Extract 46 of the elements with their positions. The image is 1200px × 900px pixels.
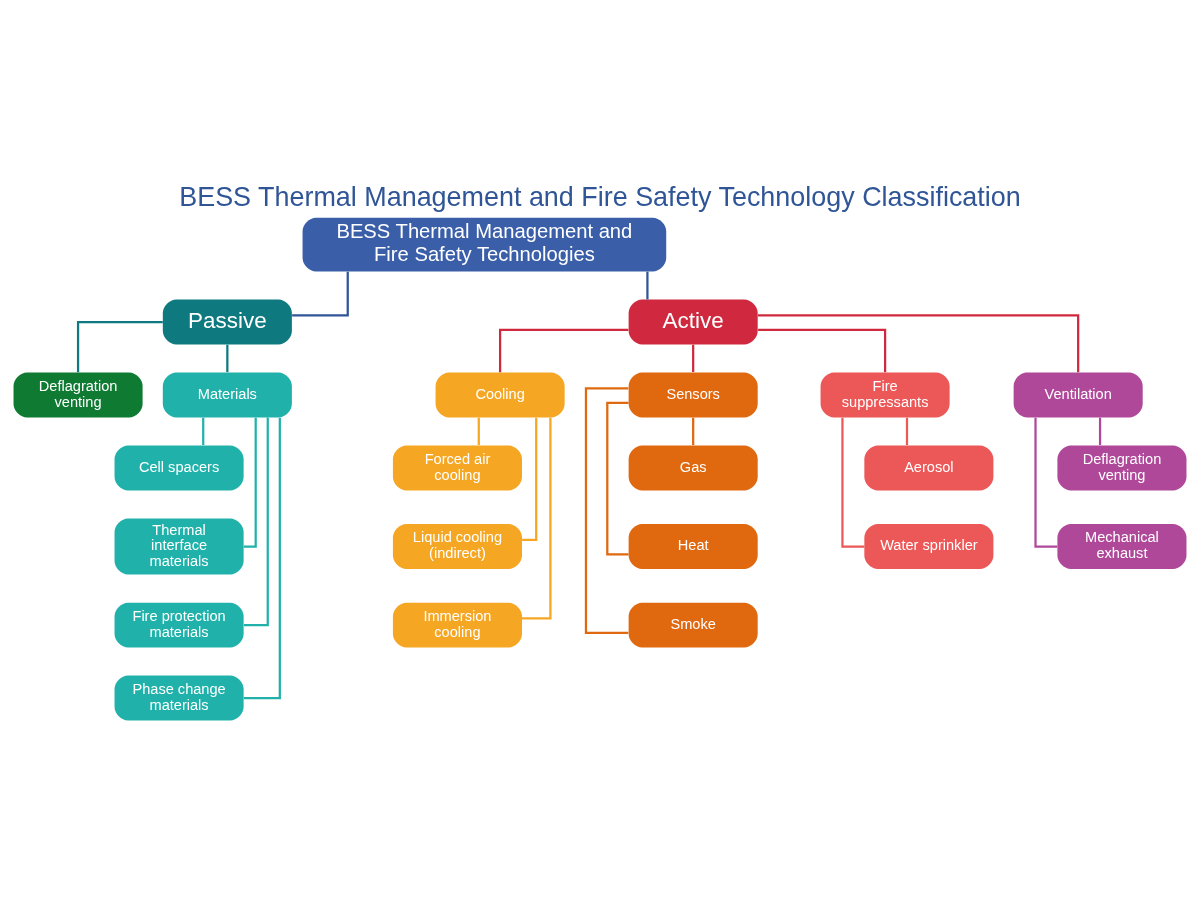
connector <box>226 344 229 373</box>
node-box: Ventilation <box>1013 372 1143 418</box>
node-box: BESS Thermal Management and Fire Safety Technologies <box>302 217 667 272</box>
connector <box>841 417 865 548</box>
connector <box>758 314 1080 373</box>
node-box: Smoke <box>628 602 758 648</box>
node-box: Active <box>628 299 758 345</box>
connector <box>292 271 349 317</box>
connector <box>584 387 629 635</box>
connector <box>522 417 552 620</box>
diagram-title: BESS Thermal Management and Fire Safety Technology Classification <box>179 181 1021 212</box>
connector <box>76 320 163 373</box>
node-box: Forced air cooling <box>392 445 522 491</box>
node-box: Immersion cooling <box>392 602 522 648</box>
connector <box>646 271 649 300</box>
node-box: Cell spacers <box>114 445 244 491</box>
node-box: Deflagration venting <box>1057 445 1187 491</box>
node-box: Cooling <box>435 372 565 418</box>
connector <box>522 417 538 541</box>
connector <box>243 417 281 700</box>
node-box: Thermal interface materials <box>114 518 244 575</box>
connector <box>243 417 257 548</box>
node-box: Fire protection materials <box>114 602 244 648</box>
node-box: Mechanical exhaust <box>1057 524 1187 569</box>
connector <box>499 328 629 373</box>
connector <box>202 417 205 446</box>
connector <box>905 417 909 446</box>
connector <box>1098 417 1102 446</box>
node-box: Aerosol <box>864 445 994 491</box>
node-box: Water sprinkler <box>864 524 994 569</box>
connector <box>477 417 480 446</box>
node-box: Passive <box>162 299 292 345</box>
connector <box>606 401 629 556</box>
node-box: Fire suppressants <box>820 372 950 418</box>
node-box: Heat <box>628 524 758 569</box>
connector <box>244 417 269 627</box>
node-box: Sensors <box>628 372 758 418</box>
node-box: Materials <box>162 372 292 418</box>
connector <box>1034 417 1058 548</box>
connector <box>692 344 695 373</box>
connector <box>758 328 887 373</box>
connector <box>692 417 695 446</box>
node-box: Phase change materials <box>114 675 244 721</box>
node-box: Liquid cooling (indirect) <box>392 524 522 569</box>
node-box: Deflagration venting <box>13 372 143 418</box>
node-box: Gas <box>628 445 758 491</box>
